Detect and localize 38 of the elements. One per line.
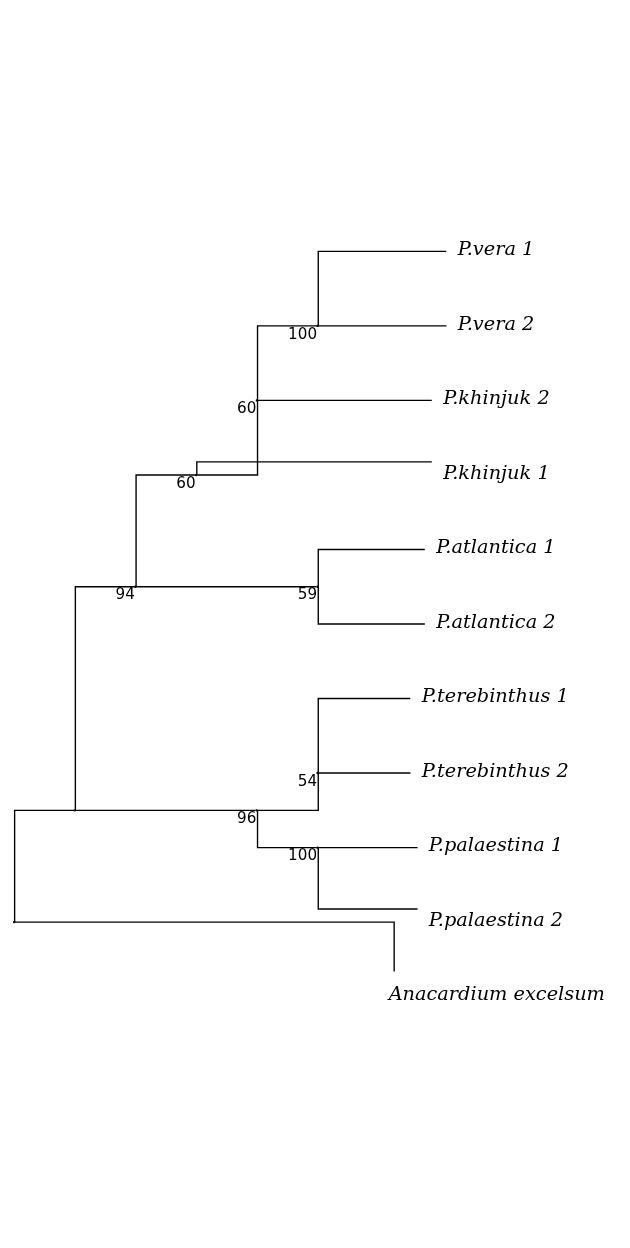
node-point: [316, 771, 319, 775]
connector: [256, 399, 433, 402]
node-label: 94: [115, 585, 135, 604]
node-text: P.terebinthus 1: [421, 684, 569, 708]
node-label: 59: [297, 585, 318, 604]
node-text: P.palaestina 1: [428, 833, 564, 857]
connector: [196, 461, 433, 476]
node-point: [194, 473, 198, 477]
node-label: 100: [288, 324, 318, 343]
node-point: [316, 324, 319, 328]
node-text: P.khinjuk 1: [443, 460, 550, 484]
connector: [196, 399, 259, 476]
node-text: P.vera 1: [457, 237, 535, 261]
node-text: P.terebinthus 2: [421, 758, 569, 782]
connector: [317, 586, 426, 625]
node-point: [134, 585, 137, 588]
node-text: P.vera 2: [457, 311, 535, 335]
node-label: 100: [288, 846, 318, 865]
connector: [317, 846, 419, 849]
node-point: [316, 585, 319, 588]
node-text: P.atlantica 1: [436, 535, 556, 559]
node-text: P.khinjuk 2: [443, 386, 550, 410]
node-label: 96: [237, 808, 257, 827]
connector: [317, 847, 419, 910]
node-text: P.palaestina 2: [428, 907, 564, 931]
node-point: [12, 920, 16, 924]
node-point: [73, 809, 76, 812]
node-text: P.atlantica 2: [436, 609, 556, 633]
node-point: [255, 399, 259, 402]
node-label: 60: [237, 399, 257, 418]
connector: [317, 548, 426, 588]
node-label: 54: [297, 771, 318, 790]
connector: [14, 921, 395, 973]
node-label: 60: [176, 473, 196, 492]
node-point: [255, 809, 259, 812]
node-point: [316, 846, 319, 849]
connector: [256, 809, 318, 849]
node-text: Anacardium excelsum: [388, 982, 605, 1006]
